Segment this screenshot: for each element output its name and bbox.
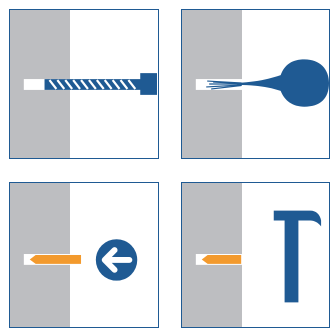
- step-drill-panel: [9, 9, 159, 159]
- arrow-left-circle-icon: [95, 239, 138, 281]
- step-hammer-panel: [181, 182, 330, 328]
- hammer-icon: [195, 210, 322, 303]
- blow-bulb-icon: [195, 59, 329, 107]
- drill-bit-icon: [23, 73, 158, 95]
- step-clean-panel: [181, 9, 330, 159]
- step-insert-panel: [9, 182, 159, 328]
- anchor-insert-graphic: [23, 239, 138, 281]
